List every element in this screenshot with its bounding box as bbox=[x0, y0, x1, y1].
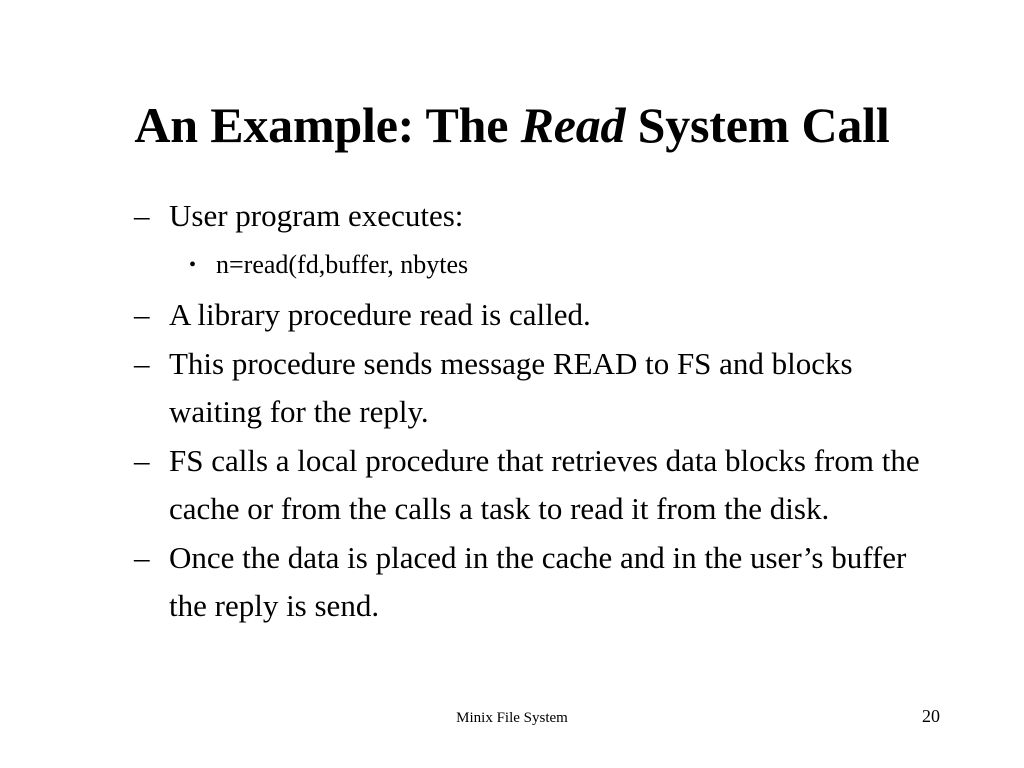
bullet-item: – User program executes: bbox=[134, 192, 950, 240]
slide-title-part-1: An Example: The bbox=[134, 96, 521, 153]
bullet-dash-marker: – bbox=[134, 296, 150, 332]
slide-body: – User program executes: • n=read(fd,buf… bbox=[134, 192, 950, 631]
bullet-text: FS calls a local procedure that retrieve… bbox=[169, 443, 920, 526]
bullet-dash-marker: – bbox=[134, 540, 150, 575]
bullet-text: n=read(fd,buffer, nbytes bbox=[216, 249, 469, 279]
slide-page-number: 20 bbox=[922, 706, 940, 726]
bullet-item: • n=read(fd,buffer, nbytes bbox=[134, 242, 950, 288]
bullet-dash-marker: – bbox=[134, 198, 150, 233]
bullet-item: – FS calls a local procedure that retrie… bbox=[134, 437, 950, 532]
slide-title-emphasis: Read bbox=[520, 96, 626, 153]
bullet-dot-marker: • bbox=[189, 253, 197, 276]
bullet-text: User program executes: bbox=[169, 198, 464, 233]
bullet-item: – Once the data is placed in the cache a… bbox=[134, 534, 950, 629]
bullet-item: – A library procedure read is called. bbox=[134, 291, 950, 339]
slide-footer-label: Minix File System bbox=[456, 710, 568, 726]
slide-title: An Example: The Read System Call bbox=[88, 96, 936, 155]
bullet-text: This procedure sends message READ to FS … bbox=[169, 346, 853, 429]
bullet-item: – This procedure sends message READ to F… bbox=[134, 340, 950, 435]
bullet-dash-marker: – bbox=[134, 443, 150, 478]
bullet-text: A library procedure read is called. bbox=[169, 296, 591, 332]
bullet-text: Once the data is placed in the cache and… bbox=[169, 540, 907, 623]
slide-title-part-2: System Call bbox=[625, 96, 890, 153]
bullet-dash-marker: – bbox=[134, 346, 150, 381]
